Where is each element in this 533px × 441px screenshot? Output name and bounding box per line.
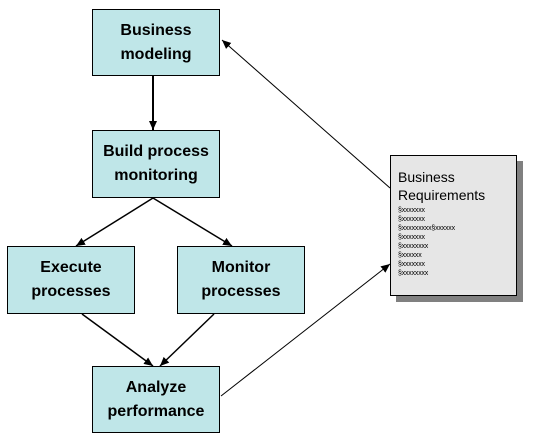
node-build-process-monitoring: Build process monitoring	[92, 130, 220, 198]
arrow-execute-to-analyze	[81, 313, 154, 367]
document-line: §xxxxxx	[398, 252, 422, 259]
node-execute-processes-label: Execute processes	[31, 259, 111, 300]
arrow-monitor-to-analyze	[159, 313, 215, 367]
business-requirements-document: Business Requirements §xxxxxxx §xxxxxxx …	[390, 155, 517, 296]
arrow-requirements-to-modeling	[221, 39, 391, 189]
node-analyze-performance: Analyze performance	[92, 366, 220, 433]
arrow-build-to-execute	[75, 197, 154, 247]
document-title: Business Requirements	[398, 169, 486, 203]
arrow-build-to-monitor	[152, 197, 233, 247]
node-execute-processes: Execute processes	[7, 246, 135, 314]
node-build-process-monitoring-label: Build process monitoring	[103, 143, 209, 184]
node-analyze-performance-label: Analyze performance	[107, 378, 205, 420]
document-lines: §xxxxxxx §xxxxxxx §xxxxxxxxx§xxxxxx §xxx…	[398, 206, 516, 278]
document-line: §xxxxxxx	[398, 234, 425, 241]
document-line: §xxxxxxxx	[398, 243, 429, 250]
document-line: §xxxxxxx	[398, 261, 425, 268]
document-line: §xxxxxxx	[398, 216, 425, 223]
node-business-modeling-label: Business modeling	[120, 21, 192, 63]
document-line: §xxxxxxxx	[398, 270, 429, 277]
document-line: §xxxxxxx	[398, 207, 425, 214]
node-monitor-processes: Monitor processes	[177, 246, 305, 314]
document-line: §xxxxxxxxx§xxxxxx	[398, 225, 455, 232]
arrow-analyze-to-requirements	[220, 263, 391, 397]
node-monitor-processes-label: Monitor processes	[201, 259, 281, 300]
node-business-modeling: Business modeling	[92, 9, 220, 76]
